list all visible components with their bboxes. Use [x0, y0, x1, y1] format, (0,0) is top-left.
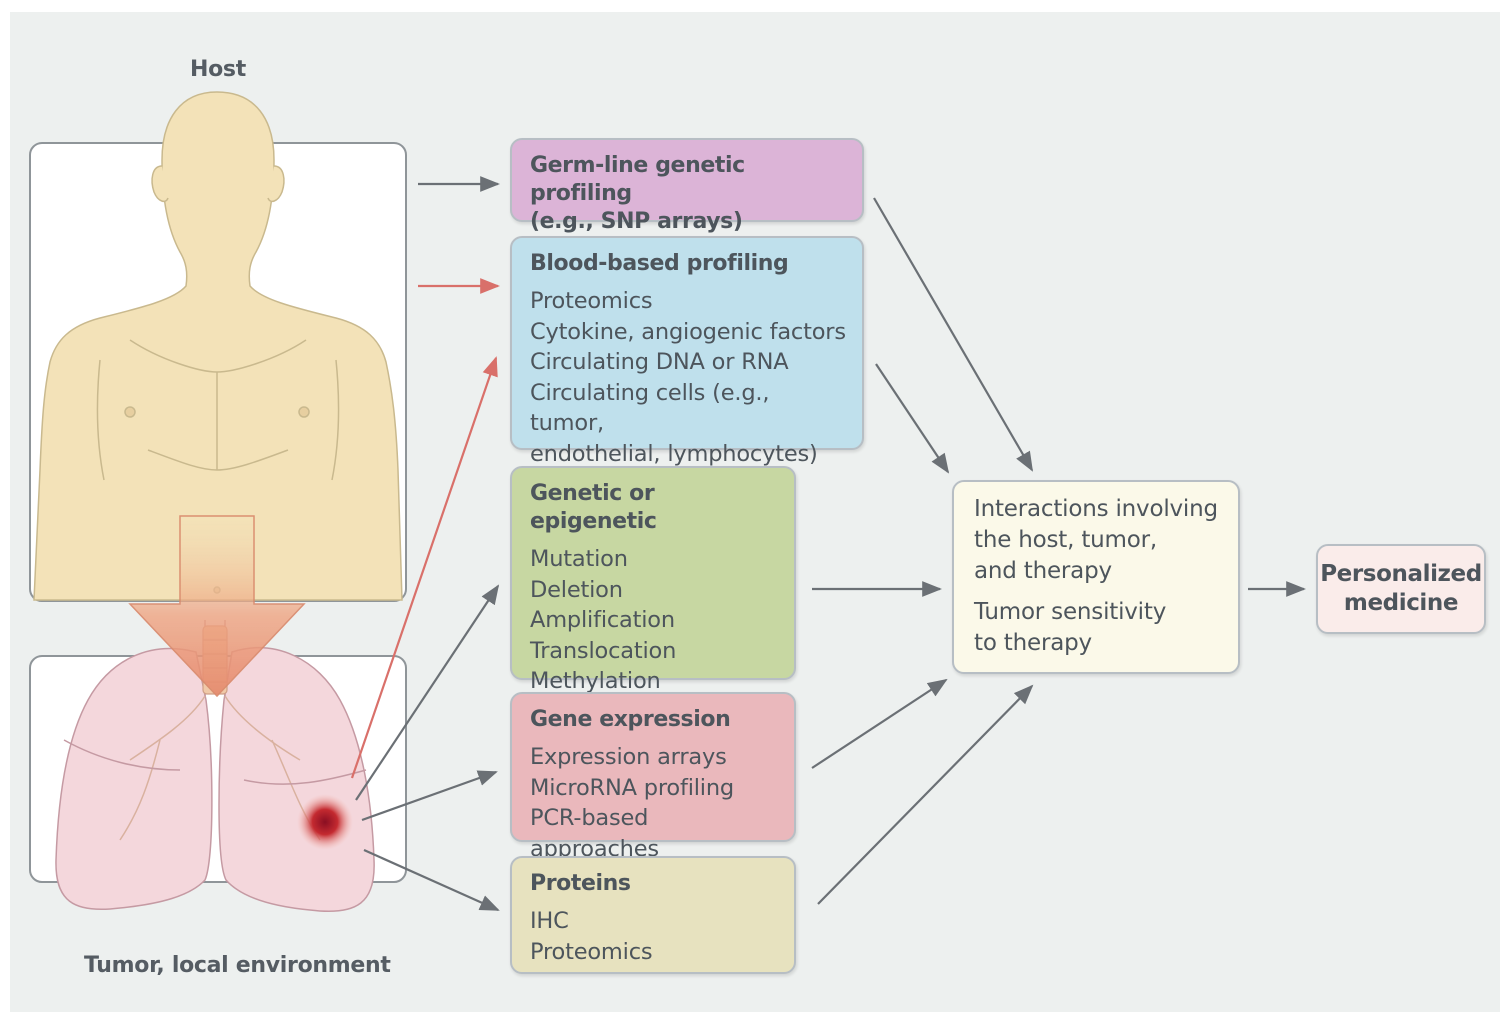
- tumor-sensitivity-text: Tumor sensitivity to therapy: [974, 597, 1224, 659]
- gene-expression-item: Expression arrays: [530, 742, 778, 773]
- blood-profiling-title: Blood-based profiling: [530, 250, 846, 278]
- genetic-item: Mutation: [530, 544, 778, 575]
- personalized-medicine-box: Personalized medicine: [1316, 544, 1486, 634]
- blood-profiling-box: Blood-based profiling Proteomics Cytokin…: [510, 236, 864, 450]
- blood-item: Circulating cells (e.g., tumor, endothel…: [530, 378, 846, 470]
- genetic-epigenetic-title: Genetic or epigenetic: [530, 480, 778, 536]
- genetic-item: Amplification: [530, 605, 778, 636]
- tumor-spot: [297, 794, 353, 850]
- arrow-geneexp-to-interactions: [812, 680, 946, 768]
- gene-expression-item: MicroRNA profiling: [530, 773, 778, 804]
- proteins-item: Proteomics: [530, 937, 778, 968]
- blood-item: Cytokine, angiogenic factors: [530, 317, 846, 348]
- arrow-germline-to-interactions: [874, 198, 1032, 470]
- genetic-epigenetic-box: Genetic or epigenetic Mutation Deletion …: [510, 466, 796, 680]
- personalized-medicine-title: Personalized medicine: [1320, 560, 1482, 618]
- gene-expression-item: PCR-based approaches: [530, 803, 778, 864]
- blood-item: Circulating DNA or RNA: [530, 347, 846, 378]
- interactions-box: Interactions involving the host, tumor, …: [952, 480, 1240, 674]
- host-label: Host: [190, 57, 246, 82]
- tumor-environment-label: Tumor, local environment: [84, 953, 391, 978]
- germline-profiling-title: Germ-line genetic profiling (e.g., SNP a…: [530, 152, 846, 236]
- proteins-box: Proteins IHC Proteomics: [510, 856, 796, 974]
- gene-expression-title: Gene expression: [530, 706, 778, 734]
- genetic-item: Translocation: [530, 636, 778, 667]
- interactions-text: Interactions involving the host, tumor, …: [974, 494, 1224, 587]
- proteins-item: IHC: [530, 906, 778, 937]
- germline-profiling-box: Germ-line genetic profiling (e.g., SNP a…: [510, 138, 864, 222]
- blood-item: Proteomics: [530, 286, 846, 317]
- gene-expression-box: Gene expression Expression arrays MicroR…: [510, 692, 796, 842]
- genetic-item: Deletion: [530, 575, 778, 606]
- arrow-blood-to-interactions: [876, 364, 948, 472]
- proteins-title: Proteins: [530, 870, 778, 898]
- arrow-proteins-to-interactions: [818, 686, 1032, 904]
